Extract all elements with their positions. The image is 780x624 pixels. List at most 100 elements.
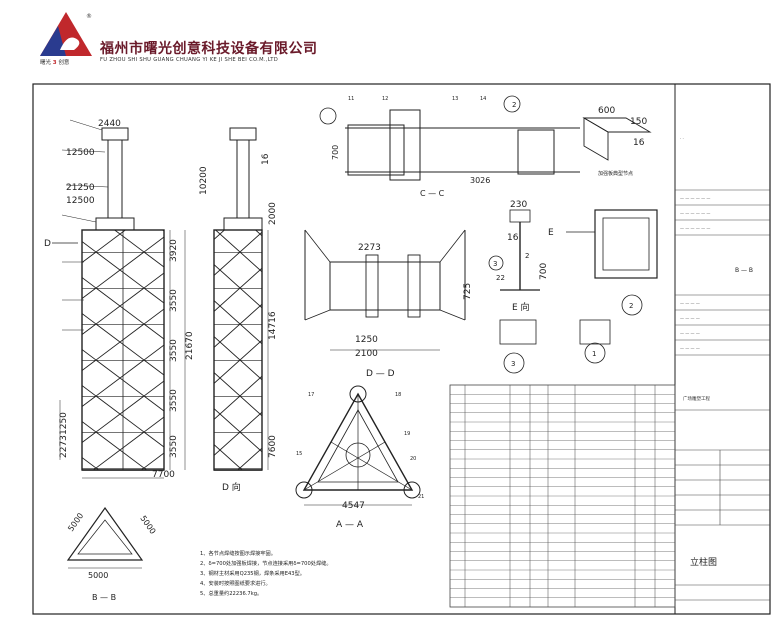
svg-text:3550: 3550	[169, 289, 179, 312]
material-table-rows	[450, 394, 675, 598]
svg-text:— — — — — —: — — — — — —	[680, 211, 710, 216]
svg-text:17: 17	[308, 392, 314, 398]
svg-text:— — — —: — — — —	[680, 346, 700, 351]
title-block-bb: B — B	[735, 267, 753, 274]
svg-text:3026: 3026	[470, 176, 490, 185]
section-cc-text: 700 3026 C — C 2 11 12 13 14 加强板典型节点	[331, 96, 633, 198]
project-name: 广场雕塑工程	[683, 395, 710, 402]
svg-text:22: 22	[496, 274, 505, 282]
label-d-arrow: D	[44, 239, 51, 249]
notes: 1、各节点焊缝按图示焊接牢固。 2、δ=700处加强板焊接，节点连接采用δ=70…	[200, 549, 332, 597]
svg-text:12500: 12500	[66, 148, 95, 158]
svg-text:13: 13	[452, 96, 458, 102]
svg-text:加强板典型节点: 加强板典型节点	[598, 170, 633, 177]
tower-front-vdims: 3920 3550 3550 3550 3550 21670 1250 2273	[59, 239, 195, 458]
svg-text:10200: 10200	[199, 166, 209, 195]
svg-text:21250: 21250	[66, 183, 95, 193]
svg-text:2、δ=700处加强板焊接，节点连接采用δ=700处焊缝。: 2、δ=700处加强板焊接，节点连接采用δ=700处焊缝。	[200, 559, 332, 567]
svg-text:3: 3	[511, 360, 515, 368]
logo-triangle-icon: ®	[40, 12, 92, 56]
section-bb-left	[66, 506, 144, 569]
svg-text:3550: 3550	[169, 339, 179, 362]
svg-text:E: E	[548, 228, 554, 238]
svg-text:21670: 21670	[185, 331, 195, 360]
svg-text:150: 150	[630, 117, 647, 127]
svg-text:16: 16	[261, 153, 271, 165]
svg-text:12500: 12500	[66, 196, 95, 206]
detail-plate-dims: 600 150 16	[598, 106, 647, 148]
svg-text:3550: 3550	[169, 389, 179, 412]
svg-text:20: 20	[410, 456, 416, 462]
svg-text:600: 600	[598, 106, 615, 116]
svg-text:5、总重量约22236.7kg。: 5、总重量约22236.7kg。	[200, 589, 262, 597]
svg-text:— — — — — —: — — — — — —	[680, 196, 710, 201]
section-aa	[295, 385, 421, 506]
title-block	[675, 189, 770, 601]
svg-text:5000: 5000	[88, 571, 108, 580]
svg-text:14716: 14716	[268, 311, 278, 340]
svg-text:7700: 7700	[152, 470, 175, 480]
svg-text:— — — —: — — — —	[680, 331, 700, 336]
svg-text:· ·: · ·	[680, 136, 684, 141]
svg-text:700: 700	[331, 145, 340, 160]
svg-text:7600: 7600	[268, 435, 278, 458]
tower-elevation-front	[59, 119, 186, 479]
svg-text:2440: 2440	[98, 119, 121, 129]
svg-text:A — A: A — A	[336, 520, 364, 530]
svg-text:C — C: C — C	[420, 189, 445, 198]
section-bb-right	[566, 209, 658, 279]
svg-text:16: 16	[633, 138, 645, 148]
svg-text:18: 18	[395, 392, 401, 398]
company-name-en: FU ZHOU SHI SHU GUANG CHUANG YI KE JI SH…	[100, 57, 279, 63]
svg-text:1、各节点焊缝按图示焊接牢固。: 1、各节点焊缝按图示焊接牢固。	[200, 549, 276, 557]
svg-text:12: 12	[382, 96, 388, 102]
svg-text:E 向: E 向	[512, 301, 530, 313]
view-title-d: D 向	[222, 481, 241, 493]
svg-text:1250: 1250	[59, 412, 69, 435]
svg-text:725: 725	[463, 283, 473, 300]
svg-text:16: 16	[507, 233, 519, 243]
tower-side-dims: 10200 16 2000 14716 7600	[199, 153, 278, 458]
tower-front-dims: 2440 12500 21250 12500 7700	[66, 119, 175, 480]
svg-text:1: 1	[592, 350, 596, 358]
svg-text:3920: 3920	[169, 239, 179, 262]
svg-text:3: 3	[493, 260, 497, 268]
svg-text:3550: 3550	[169, 435, 179, 458]
svg-text:1250: 1250	[355, 335, 378, 345]
svg-text:11: 11	[348, 96, 354, 102]
detail-plate	[582, 117, 652, 161]
svg-text:4547: 4547	[342, 501, 365, 511]
svg-text:2: 2	[525, 252, 529, 260]
section-bb-left-text: 5000 5000 5000 B — B	[66, 511, 157, 602]
section-cc	[319, 95, 580, 181]
svg-text:B — B: B — B	[92, 593, 116, 602]
svg-text:2273: 2273	[59, 435, 69, 458]
logo-caption: 曙光 3 创意	[40, 60, 70, 66]
svg-text:15: 15	[296, 451, 302, 457]
detail-e	[488, 209, 643, 374]
section-dd	[304, 229, 466, 351]
title-block-text: · · — — — — — — — — — — — — — — — — — — …	[680, 136, 710, 351]
svg-text:— — — — — —: — — — — — —	[680, 226, 710, 231]
svg-text:— — — —: — — — —	[680, 301, 700, 306]
bb-circle-label: 2	[629, 302, 633, 310]
svg-text:2000: 2000	[268, 202, 278, 225]
svg-text:3、钢材主材采用Q235钢，焊条采用E43型。: 3、钢材主材采用Q235钢，焊条采用E43型。	[200, 569, 305, 577]
svg-text:— — — —: — — — —	[680, 316, 700, 321]
svg-text:21: 21	[418, 494, 424, 500]
svg-text:4、安装时按照图纸要求进行。: 4、安装时按照图纸要求进行。	[200, 579, 271, 587]
section-aa-text: 4547 A — A 17 18 19 20 21 15	[296, 392, 424, 530]
svg-text:14: 14	[480, 96, 486, 102]
detail-e-text: 230 16 700 2 22 E 向 3 3 1 E	[493, 200, 596, 368]
svg-text:2: 2	[512, 101, 516, 109]
svg-text:5000: 5000	[66, 511, 85, 533]
svg-text:230: 230	[510, 200, 527, 210]
svg-text:5000: 5000	[138, 514, 157, 536]
svg-text:2100: 2100	[355, 349, 378, 359]
svg-text:700: 700	[539, 263, 549, 280]
svg-text:D — D: D — D	[366, 369, 395, 379]
drawing-name: 立柱图	[690, 556, 717, 568]
company-name: 福州市曙光创意科技设备有限公司	[100, 41, 318, 57]
svg-text:19: 19	[404, 431, 410, 437]
